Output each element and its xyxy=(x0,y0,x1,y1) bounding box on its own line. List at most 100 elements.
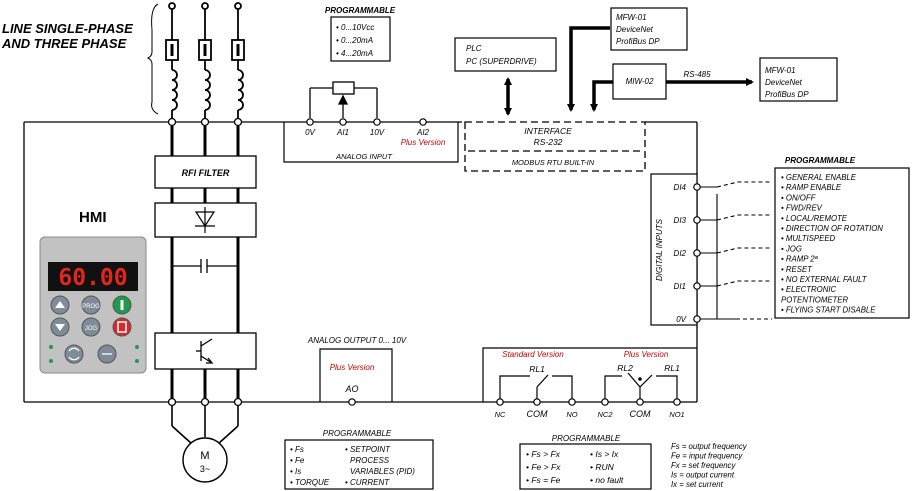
terminal-no: NO xyxy=(566,410,577,419)
di-prog-item: • FLYING START DISABLE xyxy=(781,306,876,315)
hmi-display xyxy=(48,262,138,291)
start-icon xyxy=(120,300,124,310)
hmi-led xyxy=(49,345,53,349)
up-arrow-icon xyxy=(55,301,65,308)
dc-link-capacitor xyxy=(172,259,238,273)
terminal-di4: DI4 xyxy=(674,183,687,192)
terminal-ai2: AI2 xyxy=(416,128,430,137)
rectifier-block xyxy=(154,202,257,238)
relay-block: Standard Version Plus Version RL1 RL2 RL… xyxy=(482,347,697,419)
interface-line2: RS-232 xyxy=(534,137,563,147)
supply-line2: AND THREE PHASE xyxy=(1,36,127,51)
ao-prog-item: • Fe xyxy=(290,456,305,465)
hmi-prog-label: PROG xyxy=(82,304,100,310)
di-switch-dashes xyxy=(716,181,772,320)
relay-prog-item: • Fs = Fe xyxy=(526,475,561,485)
terminal-com2: COM xyxy=(630,409,652,419)
hmi-led xyxy=(49,359,53,363)
motor-wiring xyxy=(171,406,239,445)
di-prog-item: • JOG xyxy=(781,244,802,253)
hmi-title: HMI xyxy=(79,209,107,226)
rs485-label: RS-485 xyxy=(683,70,711,79)
plc-box: PLC PC (SUPERDRIVE) xyxy=(454,37,557,72)
supply-label: LINE SINGLE-PHASE AND THREE PHASE xyxy=(1,21,133,51)
terminal-0v-di: 0V xyxy=(676,315,686,324)
mfw-right-line2: DeviceNet xyxy=(765,78,803,87)
digital-inputs-block: DIGITAL INPUTS DI4 DI3 DI2 DI1 0V xyxy=(650,173,701,326)
hmi-led xyxy=(135,359,139,363)
hmi-prog-key[interactable] xyxy=(81,295,101,315)
di-prog-item: • ELECTRONIC xyxy=(781,285,837,294)
potentiometer xyxy=(309,81,378,118)
analog-input-block: 0V AI1 10V AI2 Plus Version ANALOG INPUT xyxy=(283,118,459,163)
ao-prog-item: • SETPOINT xyxy=(345,445,391,454)
legend-item: Fe = input frequency xyxy=(671,452,743,461)
hmi-keypad: PROG JOG xyxy=(49,295,139,364)
analog-input-prog-item: • 0...20mA xyxy=(336,36,373,45)
terminal-di1: DI1 xyxy=(674,282,686,291)
digital-inputs-label: DIGITAL INPUTS xyxy=(655,218,664,281)
supply-brace xyxy=(146,3,159,115)
terminal-nc: NC xyxy=(495,410,506,419)
rfi-filter: RFI FILTER xyxy=(154,155,257,189)
legend-item: Fs = output frequency xyxy=(671,442,748,451)
igbt-block xyxy=(154,332,257,370)
terminal-ai1: AI1 xyxy=(336,128,349,137)
ao-prog-title: PROGRAMMABLE xyxy=(323,429,392,438)
power-bus xyxy=(170,126,240,398)
terminal-di2: DI2 xyxy=(674,249,687,258)
analog-input-prog-box: PROGRAMMABLE • 0...10Vcc • 0...20mA • 4.… xyxy=(325,6,396,62)
legend-item: Fx = set frequency xyxy=(671,461,736,470)
mfw-top-line1: MFW-01 xyxy=(616,13,647,22)
terminal-ao: AO xyxy=(344,384,358,394)
mfw-top-line2: DeviceNet xyxy=(616,25,654,34)
miw-link xyxy=(590,80,613,112)
di-prog-item: • FWD/REV xyxy=(781,204,823,213)
legend-item: Is = output current xyxy=(671,471,735,480)
terminal-com: COM xyxy=(527,409,549,419)
interface-box: INTERFACE RS-232 MODBUS RTU BUILT-IN xyxy=(464,121,646,172)
relay-rl1-standard: RL1 xyxy=(529,364,545,374)
mfw-right-line1: MFW-01 xyxy=(765,66,796,75)
analog-input-prog-item: • 4...20mA xyxy=(336,49,373,58)
analog-input-label: ANALOG INPUT xyxy=(335,152,393,161)
relay-prog-item: • Is > Ix xyxy=(590,449,619,459)
analog-output-block: ANALOG OUTPUT 0... 10V Plus Version AO xyxy=(307,336,407,406)
fuse-marks xyxy=(170,44,240,56)
ao-prog-item: PROCESS xyxy=(350,456,390,465)
di-prog-item: • ON/OFF xyxy=(781,193,817,202)
di-prog-item: • NO EXTERNAL FAULT xyxy=(781,275,868,284)
interface-line1: INTERFACE xyxy=(524,126,572,136)
terminal-di3: DI3 xyxy=(674,216,687,225)
ao-prog-item: • Fs xyxy=(290,445,304,454)
ao-prog-item: • TORQUE xyxy=(290,478,330,487)
hmi-stop-key[interactable] xyxy=(112,317,132,337)
rfi-filter-label: RFI FILTER xyxy=(182,168,230,178)
relay-prog-item: • Fs > Fx xyxy=(526,449,561,459)
hmi-jog-key[interactable] xyxy=(81,317,101,337)
di-prog-box: PROGRAMMABLE • GENERAL ENABLE• RAMP ENAB… xyxy=(774,156,910,319)
plc-line2: PC (SUPERDRIVE) xyxy=(466,57,537,66)
rotation-icon xyxy=(68,347,80,361)
ai2-plus-version: Plus Version xyxy=(401,138,446,147)
relay-rl2: RL2 xyxy=(617,363,633,373)
di-prog-item: • MULTISPEED xyxy=(781,234,836,243)
terminal-nc2: NC2 xyxy=(597,410,613,419)
di-prog-item: • GENERAL ENABLE xyxy=(781,173,857,182)
di-prog-item: • LOCAL/REMOTE xyxy=(781,214,848,223)
analog-input-prog-item: • 0...10Vcc xyxy=(336,23,374,32)
mfw-right-box: MFW-01 DeviceNet ProfiBus DP xyxy=(759,57,838,102)
hmi-jog-label: JOG xyxy=(85,326,98,332)
hmi-led xyxy=(135,345,139,349)
relay-prog-item: • Fe > Fx xyxy=(526,462,561,472)
di-prog-item: • RAMP ENABLE xyxy=(781,183,842,192)
mfw-top-box: MFW-01 DeviceNet ProfiBus DP xyxy=(610,7,688,51)
output-terminals xyxy=(167,397,243,407)
miw-box: MIW-02 xyxy=(612,63,667,100)
supply-line1: LINE SINGLE-PHASE xyxy=(2,21,133,36)
modbus-label: MODBUS RTU BUILT-IN xyxy=(512,158,595,167)
mfw-right-line3: ProfiBus DP xyxy=(765,90,809,99)
motor-letter: M xyxy=(200,450,209,462)
